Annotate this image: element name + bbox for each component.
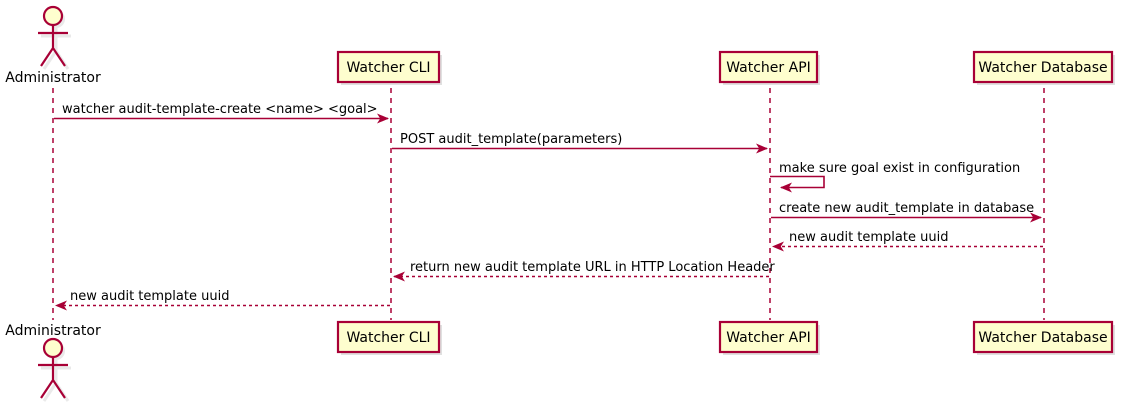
participant-box-watcher-api-top[interactable]: Watcher API — [718, 50, 820, 85]
actor-label-administrator-bottom: Administrator — [5, 323, 101, 339]
actor-administrator-top: Administrator — [5, 5, 101, 86]
actor-label-administrator-top: Administrator — [5, 70, 101, 86]
participant-label-watcher-cli-bottom: Watcher CLI — [346, 330, 430, 346]
participant-box-watcher-db-top[interactable]: Watcher Database — [972, 50, 1115, 85]
participant-box-watcher-api-bottom[interactable]: Watcher API — [718, 320, 820, 355]
actor-head-icon — [42, 5, 64, 27]
message-3-self-arrow — [770, 175, 825, 193]
participant-box-watcher-db-bottom[interactable]: Watcher Database — [972, 320, 1115, 355]
message-1-label: watcher audit-template-create <name> <go… — [62, 102, 378, 117]
participant-box-watcher-cli-bottom[interactable]: Watcher CLI — [336, 320, 442, 355]
actor-head-icon-bottom — [42, 337, 64, 359]
message-2-label: POST audit_template(parameters) — [400, 132, 622, 147]
message-7[interactable]: new audit template uuid — [55, 289, 390, 311]
message-6-label: return new audit template URL in HTTP Lo… — [410, 260, 775, 275]
message-2[interactable]: POST audit_template(parameters) — [392, 132, 768, 154]
participant-box-watcher-cli-top[interactable]: Watcher CLI — [336, 50, 442, 85]
participant-label-watcher-cli-top: Watcher CLI — [346, 60, 430, 76]
participant-label-watcher-api-bottom: Watcher API — [726, 330, 811, 346]
lifelines — [52, 88, 1045, 320]
message-3-label: make sure goal exist in configuration — [779, 161, 1020, 176]
actor-body-icon-bottom — [38, 357, 68, 399]
message-1[interactable]: watcher audit-template-create <name> <go… — [54, 102, 389, 124]
message-5-label: new audit template uuid — [789, 230, 948, 245]
message-4[interactable]: create new audit_template in database — [771, 201, 1042, 223]
actor-body-icon — [38, 25, 68, 67]
participant-label-watcher-api-top: Watcher API — [726, 60, 811, 76]
message-6[interactable]: return new audit template URL in HTTP Lo… — [393, 260, 775, 282]
message-3[interactable]: make sure goal exist in configuration — [770, 161, 1020, 193]
message-7-label: new audit template uuid — [70, 289, 229, 304]
message-5[interactable]: new audit template uuid — [772, 230, 1043, 252]
participant-label-watcher-db-bottom: Watcher Database — [978, 330, 1107, 346]
actor-administrator-bottom: Administrator — [5, 323, 101, 402]
message-4-label: create new audit_template in database — [779, 201, 1034, 216]
participant-label-watcher-db-top: Watcher Database — [978, 60, 1107, 76]
